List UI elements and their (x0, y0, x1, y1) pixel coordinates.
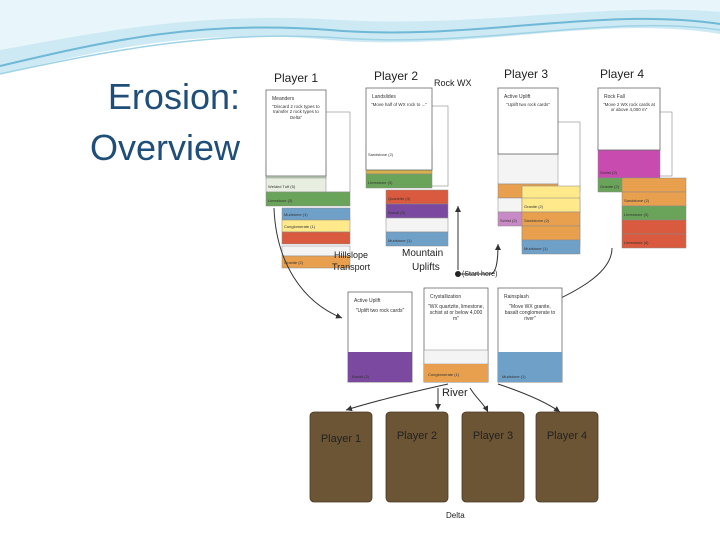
p1-stack-label-0: Welded Tuff (5) (268, 184, 296, 189)
player4-card-stack: Rock Fall "Move 2 WX rock cards at or ab… (597, 87, 687, 249)
p2-stack-label-1: Limestone (3) (368, 180, 393, 185)
p2-hand-card-body: "Move half of WX rock to ..." (371, 102, 427, 107)
river-label: River (442, 387, 468, 399)
river-card-2-label: Conglomerate (1) (428, 372, 460, 377)
player1-heading: Player 1 (274, 71, 318, 85)
p4-stack-label-0: Schist (2) (600, 170, 618, 175)
slide-title-line-1: Erosion: (107, 76, 240, 117)
river-card-3-label: Mudstone (1) (502, 374, 526, 379)
p3-hand-card-body: "Uplift two rock cards" (506, 102, 550, 107)
delta-card-player1 (309, 411, 373, 503)
p3-stack-label-6: Mudstone (1) (524, 246, 548, 251)
mountain-label-2: Uplifts (412, 262, 440, 273)
p2-stack-label-2: Quartzite (4) (388, 196, 411, 201)
decorative-wave-banner (0, 0, 720, 75)
p1-stack-label-4: Limestone (3) (268, 198, 293, 203)
river-card-2-title: Crystallization (430, 294, 461, 300)
delta-card-player1-label: Player 1 (321, 433, 361, 445)
p4-hand-card-title: Rock Fall (604, 94, 625, 100)
player3-card-stack: Active Uplift "Uplift two rock cards" Sc… (497, 87, 581, 255)
p2-stack-label-0: Sandstone (2) (368, 152, 394, 157)
player3-heading: Player 3 (504, 67, 548, 81)
river-card-1-title: Active Uplift (354, 298, 381, 304)
delta-cards: Player 1 Player 2 Player 3 Player 4 (309, 411, 599, 503)
hillslope-label-1: Hillslope (334, 250, 368, 260)
p1-stack-label-3: Granite (2) (284, 260, 304, 265)
rock-wx-label: Rock WX (434, 78, 472, 88)
hillslope-label-2: Transport (332, 262, 371, 272)
river-card-1-body: "Uplift two rock cards" (355, 308, 405, 314)
delta-card-player3-label: Player 3 (473, 430, 513, 442)
p1-stack-label-2: Conglomerate (1) (284, 224, 316, 229)
river-cards: Active Uplift "Uplift two rock cards" Ba… (347, 287, 563, 383)
river-card-1-label: Basalt (3) (352, 374, 370, 379)
delta-card-player4 (535, 411, 599, 503)
p3-stack-label-3: Schist (2) (500, 218, 518, 223)
delta-card-player4-label: Player 4 (547, 430, 587, 442)
p1-hand-card-title: Meanders (272, 96, 295, 102)
p4-stack-label-4: Limestone (4) (624, 240, 649, 245)
delta-card-player3 (461, 411, 525, 503)
mountain-label-1: Mountain (402, 248, 443, 259)
p4-stack-label-3: Limestone (3) (624, 212, 649, 217)
p4-stack-label-1: Granite (2) (600, 184, 620, 189)
delta-label: Delta (446, 511, 465, 520)
erosion-game-diagram: Player 1 Player 2 Player 3 Player 4 Rock… (265, 67, 687, 520)
p1-hand-card-body: "Discard 2 rock types to transfer 2 rock… (272, 104, 320, 120)
river-card-3-body: "Move WX granite, basalt conglomerate to… (504, 304, 556, 322)
delta-card-player2 (385, 411, 449, 503)
p3-stack-label-5: Sandstone (2) (524, 218, 550, 223)
p4-hand-card-body: "Move 2 WX rock cards at or above 4,000 … (603, 102, 655, 113)
delta-card-player2-label: Player 2 (397, 430, 437, 442)
player2-heading: Player 2 (374, 69, 418, 83)
p3-hand-card-title: Active Uplift (504, 94, 531, 100)
player1-card-stack: Mudstone (1) Conglomerate (1) Granite (2… (265, 89, 351, 269)
player2-card-stack: Landslides "Move half of WX rock to ..."… (365, 87, 449, 247)
river-card-3-title: Rainsplash (504, 294, 529, 300)
p2-hand-card-title: Landslides (372, 94, 396, 100)
p4-stack-label-2: Sandstone (2) (624, 198, 650, 203)
slide-title-line-2: Overview (89, 127, 240, 168)
player4-heading: Player 4 (600, 67, 644, 81)
p2-stack-label-5: Mudstone (1) (388, 238, 412, 243)
p3-stack-label-4: Granite (2) (524, 204, 544, 209)
p1-stack-label-1: Mudstone (1) (284, 212, 308, 217)
river-card-2-body: "WX quartzite, limestone, schist at or b… (428, 304, 484, 322)
p2-stack-label-3: Basalt (3) (388, 210, 406, 215)
